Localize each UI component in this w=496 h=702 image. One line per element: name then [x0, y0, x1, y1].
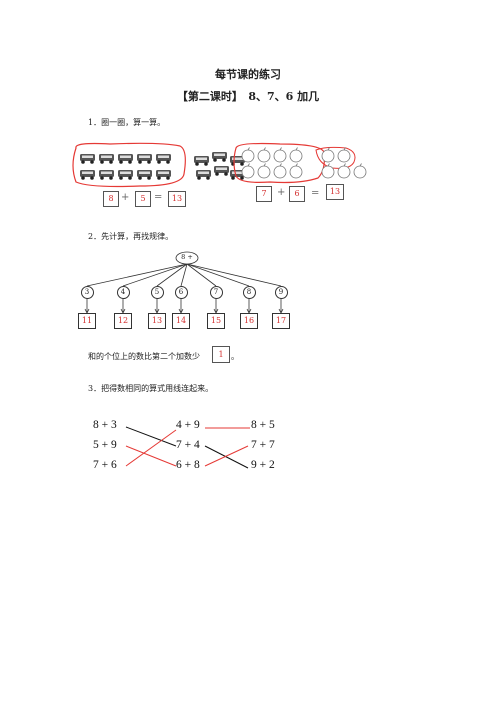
rule-sentence: 和的个位上的数比第二个加数少: [88, 351, 200, 362]
addend-node: 8: [242, 286, 256, 299]
question-3-label: 3．把得数相同的算式用线连起来。: [88, 384, 214, 393]
car-icon: [99, 170, 114, 180]
q1-left-result[interactable]: 13: [168, 191, 186, 207]
car-icons: [80, 152, 245, 180]
expr-col1-row1[interactable]: 8 + 3: [93, 419, 117, 431]
q1-left-equals: =: [154, 192, 163, 203]
branch-line: [156, 263, 188, 287]
right-extra-circle: [315, 146, 356, 169]
result-box[interactable]: 15: [207, 313, 225, 329]
car-icon: [156, 170, 171, 180]
q1-left-addend-1[interactable]: 8: [103, 191, 119, 207]
car-icon: [137, 170, 152, 180]
apple-stem: [359, 163, 362, 167]
line-6plus8-to-7plus7: [204, 445, 249, 467]
rule-period: 。: [231, 352, 239, 361]
root-label: 8 +: [181, 253, 193, 261]
apple-stem: [247, 163, 250, 167]
branch-line: [186, 263, 250, 287]
apple-stem: [343, 147, 346, 151]
car-icon: [80, 170, 95, 180]
apple-stem: [327, 147, 330, 151]
apple-stem: [327, 163, 330, 167]
apple-stem: [263, 163, 266, 167]
expr-col1-row3[interactable]: 7 + 6: [93, 459, 117, 471]
expr-col2-row2[interactable]: 7 + 4: [176, 439, 200, 451]
result-box[interactable]: 17: [272, 313, 290, 329]
car-icon: [196, 170, 211, 180]
result-box[interactable]: 12: [114, 313, 132, 329]
question-1-label: 1．圈一圈，算一算。: [88, 118, 166, 127]
q1-left-plus: +: [121, 192, 130, 203]
branch-line: [186, 263, 217, 287]
q1-right-plus: +: [277, 187, 286, 198]
line-7plus4-to-9plus2: [204, 445, 249, 469]
addend-node: 9: [274, 286, 288, 299]
q1-right-equals: =: [311, 188, 320, 199]
expr-col2-row3[interactable]: 6 + 8: [176, 459, 200, 471]
left-group-circle: [72, 142, 186, 188]
expr-col3-row2[interactable]: 7 + 7: [251, 439, 275, 451]
root-node: [175, 251, 199, 265]
result-box[interactable]: 14: [172, 313, 190, 329]
rule-answer-box[interactable]: 1: [212, 346, 230, 363]
car-icon: [118, 170, 133, 180]
question-2-label: 2．先计算，再找规律。: [88, 232, 174, 241]
q1-right-addend-1[interactable]: 7: [256, 186, 272, 202]
lesson-subtitle: 【第二课时】 8、7、6 加几: [176, 90, 320, 103]
q1-illustration: [70, 140, 450, 190]
car-icon: [137, 154, 152, 164]
result-box[interactable]: 11: [78, 313, 96, 329]
right-group-circle: [233, 142, 325, 184]
car-icon: [194, 156, 209, 166]
apple-stem: [247, 147, 250, 151]
line-7plus6-to-4plus9: [125, 429, 177, 467]
addend-node: 4: [116, 286, 130, 299]
tree-lines-svg: [84, 251, 284, 314]
line-5plus9-to-6plus8: [125, 445, 177, 467]
expr-col1-row2[interactable]: 5 + 9: [93, 439, 117, 451]
rule-text: 和的个位上的数比第二个加数少: [88, 352, 200, 361]
car-icon: [118, 154, 133, 164]
car-icon: [230, 170, 245, 180]
expr-col2-row1[interactable]: 4 + 9: [176, 419, 200, 431]
apple-stem: [263, 147, 266, 151]
car-icon: [214, 166, 229, 176]
car-icon: [99, 154, 114, 164]
car-icon: [212, 152, 227, 162]
q1-picture-svg: [72, 142, 367, 188]
car-icon: [156, 154, 171, 164]
branch-line: [186, 263, 282, 287]
apple-stem: [279, 147, 282, 151]
expr-col3-row1[interactable]: 8 + 5: [251, 419, 275, 431]
apple-stem: [295, 163, 298, 167]
q1-right-result[interactable]: 13: [326, 184, 344, 200]
apple-icons: [241, 147, 367, 179]
q1-right-addend-2[interactable]: 6: [289, 186, 305, 202]
addend-node: 6: [174, 286, 188, 299]
q1-left-addend-2[interactable]: 5: [135, 191, 151, 207]
line-8plus3-to-7plus4: [125, 426, 177, 447]
expr-col3-row3[interactable]: 9 + 2: [251, 459, 275, 471]
result-box[interactable]: 13: [148, 313, 166, 329]
apple-stem: [295, 147, 298, 151]
result-box[interactable]: 16: [240, 313, 258, 329]
branch-line: [122, 263, 188, 287]
addend-node: 3: [80, 286, 94, 299]
branch-line: [86, 263, 188, 287]
page-title: 每节课的练习: [215, 68, 281, 81]
apple-stem: [279, 163, 282, 167]
car-icon: [80, 154, 95, 164]
addend-node: 5: [150, 286, 164, 299]
apple-stem: [343, 163, 346, 167]
addend-node: 7: [209, 286, 223, 299]
branch-line: [180, 263, 188, 287]
